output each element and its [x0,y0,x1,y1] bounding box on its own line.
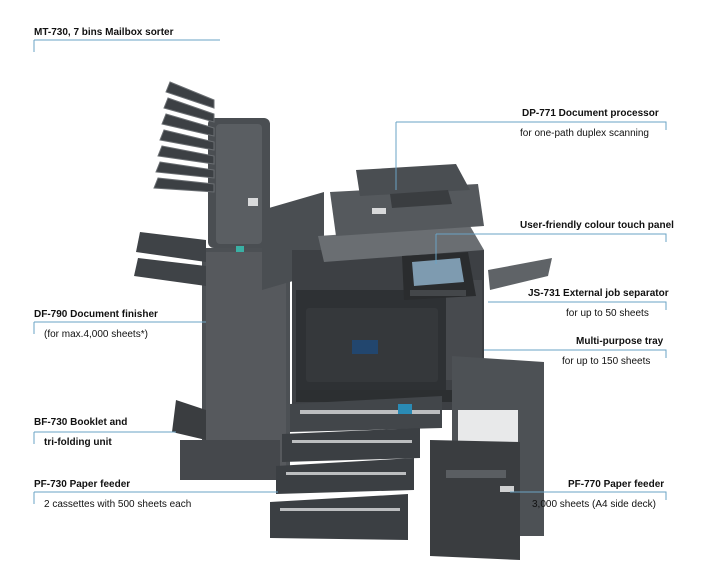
pf770-sub: 3,000 sheets (A4 side deck) [532,499,656,510]
js731-sub: for up to 50 sheets [566,308,649,319]
pf730-sub: 2 cassettes with 500 sheets each [44,499,192,510]
paper-feeder-cassettes [270,396,442,540]
dp771-title: DP-771 Document processor [522,108,659,119]
mpt-title: Multi-purpose tray [576,336,664,347]
bf730-sub: tri-folding unit [44,437,112,448]
dp771-sub: for one-path duplex scanning [520,128,649,139]
main-body [262,192,484,410]
side-deck [430,356,544,560]
df790-sub: (for max.4,000 sheets*) [44,329,148,340]
booklet-unit [172,400,280,480]
document-finisher [134,232,290,480]
touch-panel [402,252,476,300]
js731-title: JS-731 External job separator [528,288,669,299]
document-processor [318,164,484,262]
bf730-title: BF-730 Booklet and [34,417,128,428]
mt730-title: MT-730, 7 bins Mailbox sorter [34,27,174,38]
df790-title: DF-790 Document finisher [34,309,158,320]
callout-lines [33,39,667,504]
pf770-title: PF-770 Paper feeder [568,479,665,490]
job-separator [488,258,552,290]
touch-title: User-friendly colour touch panel [520,220,674,231]
mpt-sub: for up to 150 sheets [562,356,651,367]
mailbox-sorter [153,81,270,248]
pf730-title: PF-730 Paper feeder [34,479,131,490]
